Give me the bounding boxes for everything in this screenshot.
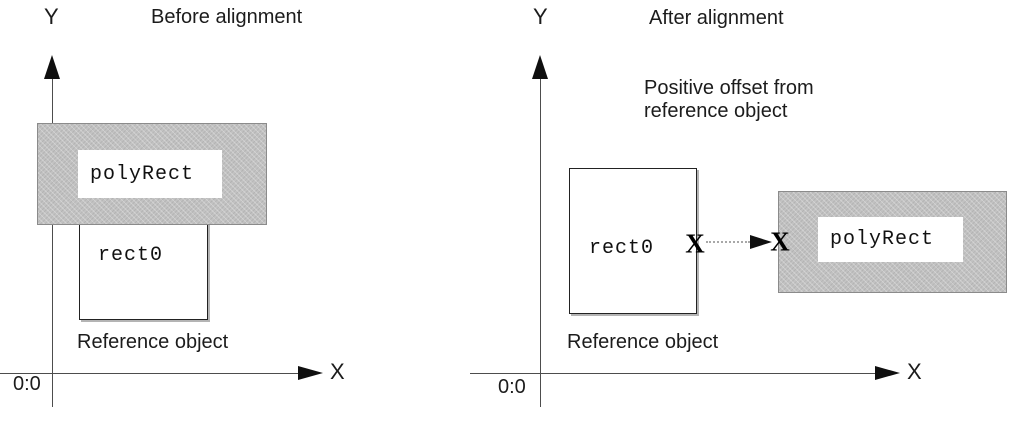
after-offset-start-marker: X <box>685 228 705 259</box>
before-origin-label: 0:0 <box>13 373 41 395</box>
after-offset-end-marker: X <box>770 226 790 257</box>
before-title: Before alignment <box>151 6 303 28</box>
after-offset-arrow-icon <box>750 235 772 249</box>
after-polyrect-labelbox: polyRect <box>818 217 963 262</box>
before-rect0-label: rect0 <box>98 243 164 267</box>
before-y-axis-arrow-icon <box>44 55 60 79</box>
before-y-axis-line <box>52 79 53 407</box>
after-x-axis-line <box>470 373 875 374</box>
before-reference-caption: Reference object <box>77 331 229 353</box>
before-x-axis-arrow-icon <box>298 366 323 380</box>
after-reference-caption: Reference object <box>567 331 719 353</box>
after-offset-note: Positive offset from reference object <box>644 77 814 122</box>
after-y-axis-line <box>540 79 541 407</box>
before-x-axis-label: X <box>330 359 345 384</box>
before-x-axis-line <box>0 373 298 374</box>
after-offset-dotted-line <box>706 241 750 243</box>
after-x-axis-arrow-icon <box>875 366 900 380</box>
before-polyrect-label: polyRect <box>90 162 195 186</box>
after-y-axis-label: Y <box>533 4 548 29</box>
after-y-axis-arrow-icon <box>532 55 548 79</box>
after-rect0-label: rect0 <box>589 236 655 260</box>
after-origin-label: 0:0 <box>498 376 526 398</box>
after-rect0: rect0 <box>569 168 697 314</box>
before-polyrect-labelbox: polyRect <box>78 150 222 198</box>
after-polyrect-label: polyRect <box>830 228 935 251</box>
after-title: After alignment <box>649 7 784 29</box>
after-x-axis-label: X <box>907 359 922 384</box>
before-y-axis-label: Y <box>44 4 59 29</box>
